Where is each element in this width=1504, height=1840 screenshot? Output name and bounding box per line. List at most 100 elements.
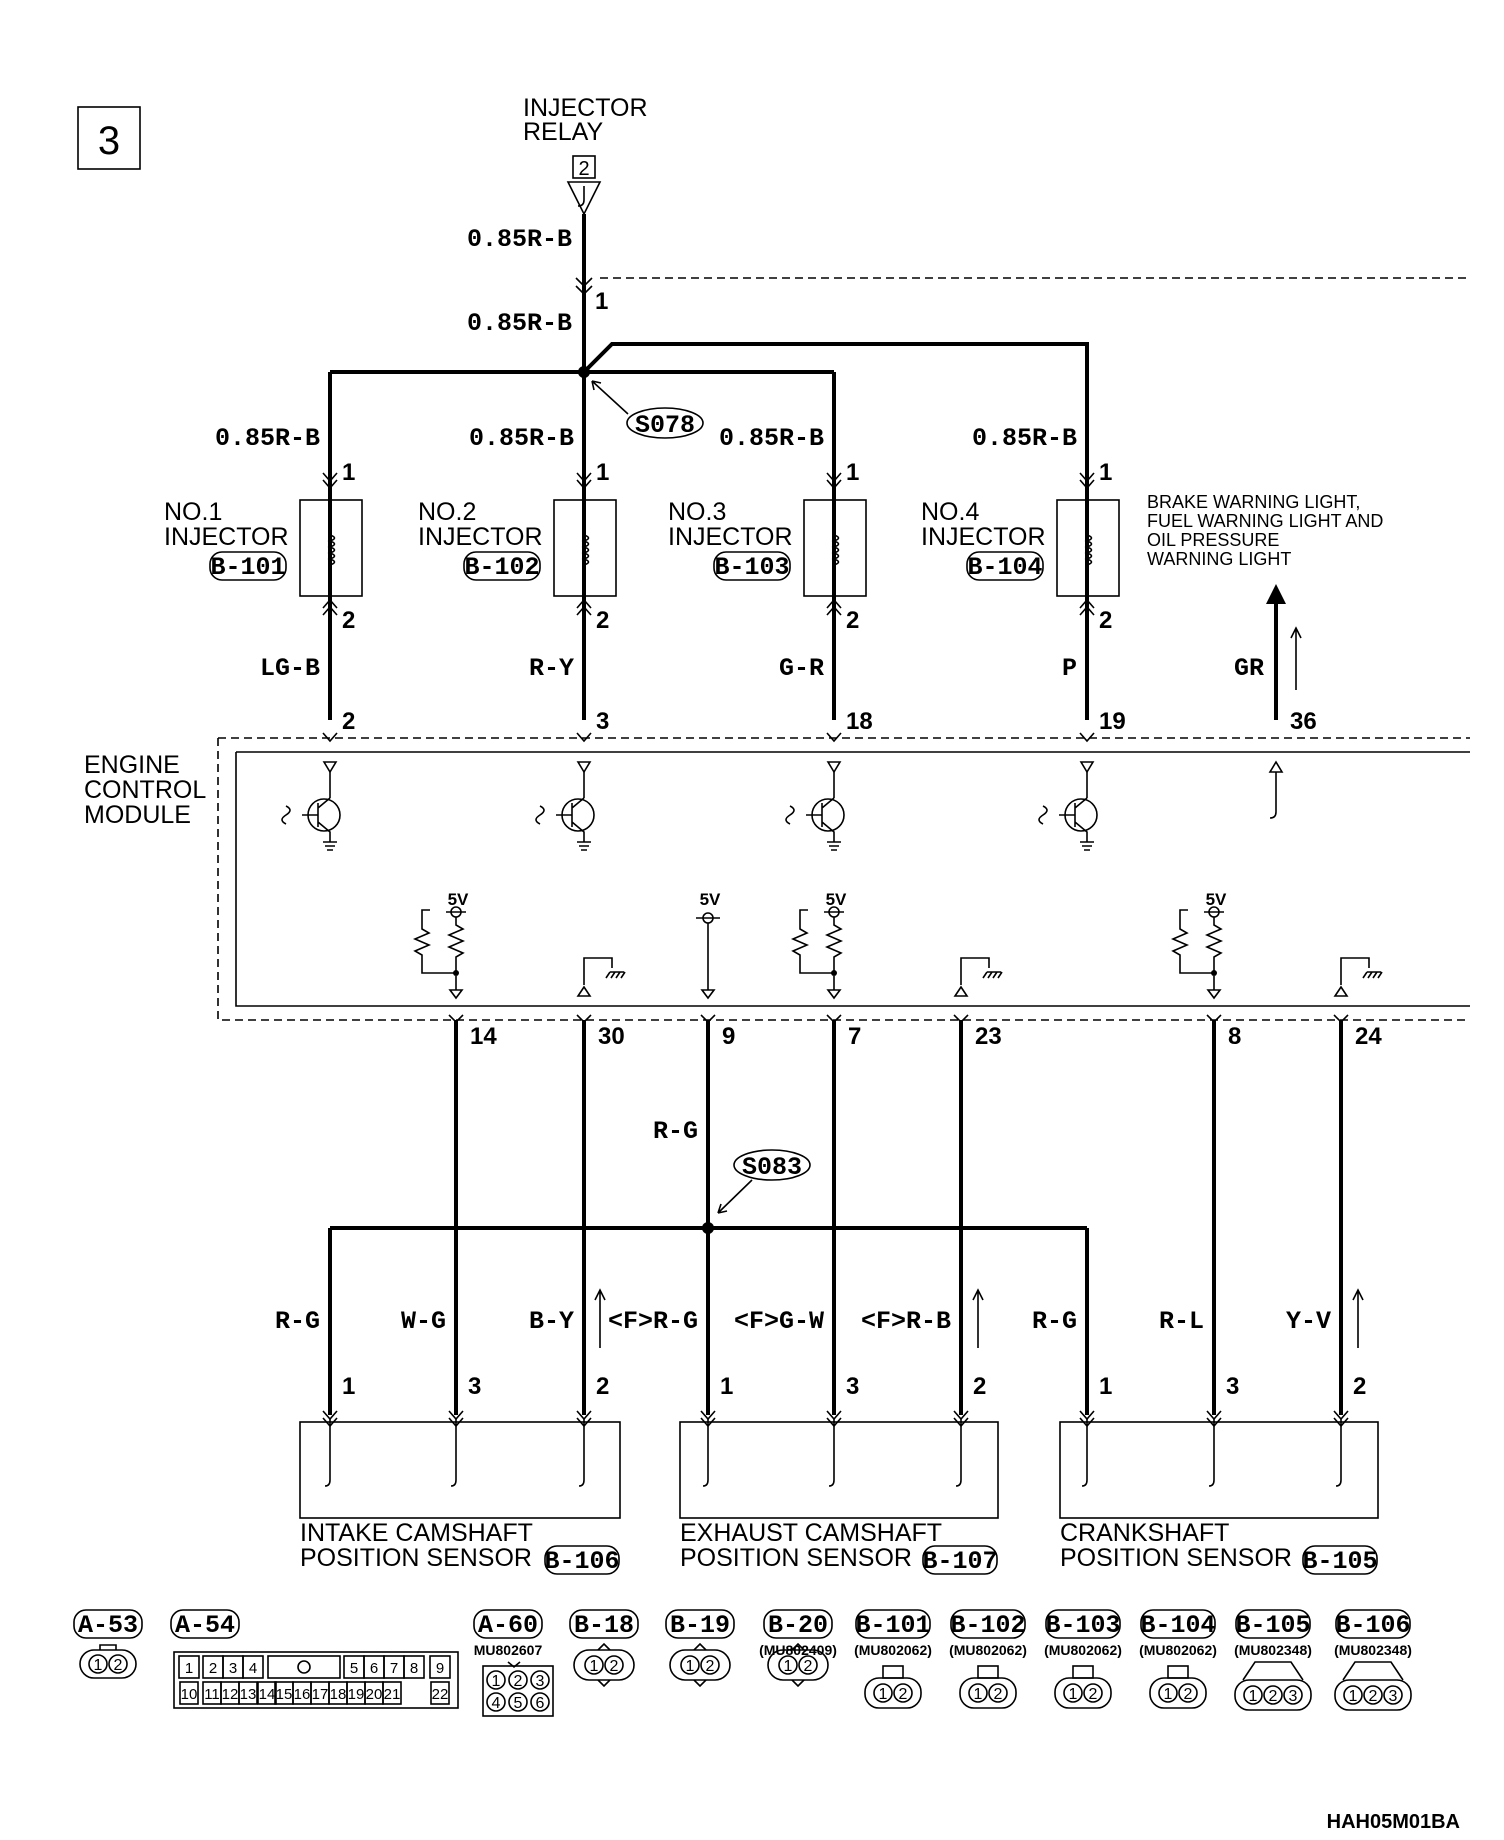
a54-pin: 22 — [432, 1686, 449, 1703]
pin-label: 2 — [1089, 1686, 1098, 1703]
connector-tag-label: B-102 — [950, 1611, 1025, 1640]
wire-label: Y-V — [1286, 1307, 1331, 1336]
injector-ecm-pin: 2 — [342, 708, 355, 735]
ecm-5v-label: 5V — [1206, 890, 1227, 909]
a54-pin: 16 — [294, 1686, 311, 1703]
injector-pin-top: 1 — [846, 459, 859, 486]
sensor-pin-label: 3 — [1226, 1373, 1239, 1400]
ecm-5v-label: 5V — [448, 890, 469, 909]
sensor-name: EXHAUST CAMSHAFT — [680, 1519, 942, 1547]
signal-arrow — [1352, 1288, 1364, 1348]
relay-wire-label: 0.85R-B — [467, 225, 572, 254]
a54-pin: 12 — [222, 1686, 239, 1703]
wire-label: <F>G-W — [734, 1307, 824, 1336]
ecm-label-3: MODULE — [84, 801, 191, 829]
page-number-box: 3 — [77, 106, 141, 170]
connector-tag: B-106 — [1335, 1609, 1411, 1640]
splice-s083-label: S083 — [742, 1153, 802, 1182]
footer-code: HAH05M01BA — [1327, 1811, 1460, 1833]
injector-ecm-pin: 19 — [1099, 708, 1126, 735]
ecm-5v-label: 5V — [826, 890, 847, 909]
page-number: 3 — [98, 119, 120, 163]
injector-name: INJECTOR — [164, 523, 289, 551]
injector-connector-tag-label: B-104 — [967, 553, 1042, 582]
pin-label: 1 — [879, 1686, 888, 1703]
sensor-pin-label: 1 — [1099, 1373, 1112, 1400]
sensor-wire-9: 9R-G — [653, 1014, 735, 1146]
relay-connector-pin: 2 — [578, 158, 589, 180]
injector-name: INJECTOR — [418, 523, 543, 551]
wire-label: W-G — [401, 1307, 446, 1336]
pin-label: 3 — [1289, 1688, 1298, 1705]
connector-tag: A-53 — [73, 1609, 143, 1640]
injector-number: NO.4 — [921, 498, 979, 526]
ecm-pin-label: 23 — [975, 1023, 1002, 1050]
connector-tag: B-102 — [950, 1609, 1026, 1640]
pin-label: 2 — [514, 1673, 523, 1690]
a54-pin: 10 — [181, 1686, 198, 1703]
ecm-pin-label: 30 — [598, 1023, 625, 1050]
a54-pin: 15 — [276, 1686, 293, 1703]
sensor-connector-tag: B-107 — [922, 1545, 998, 1576]
connector-tag-label: B-19 — [670, 1611, 730, 1640]
injector-number: NO.1 — [164, 498, 222, 526]
warning-light-label-1: BRAKE WARNING LIGHT, — [1147, 492, 1360, 512]
pin-label: 1 — [492, 1673, 501, 1690]
bus-wire-label: 0.85R-B — [467, 309, 572, 338]
engine-control-module: ENGINE CONTROL MODULE — [84, 737, 1470, 1021]
warning-light-ecm-pin: 36 — [1290, 708, 1317, 735]
sensor-pin-label: 3 — [468, 1373, 481, 1400]
a54-pin: 17 — [312, 1686, 329, 1703]
wire-label: R-G — [275, 1307, 320, 1336]
warning-light-label-3: OIL PRESSURE — [1147, 530, 1279, 550]
injector-wire-top: 0.85R-B — [719, 424, 824, 453]
sensor-wire-30: 30B-Y2 — [529, 1014, 625, 1400]
wire-label: <F>R-G — [608, 1307, 698, 1336]
pin-label: 1 — [974, 1686, 983, 1703]
pin-label: 1 — [1164, 1686, 1173, 1703]
connector-tag-label: B-103 — [1045, 1611, 1120, 1640]
connector-tag-label: B-106 — [1335, 1611, 1410, 1640]
sensor-name: INTAKE CAMSHAFT — [300, 1519, 533, 1547]
ecm-pullup-2: 5V — [790, 890, 847, 1000]
splice-s078: S078 — [591, 380, 704, 440]
ecm-pin-label: 14 — [470, 1023, 497, 1050]
sensor-pin-label: 2 — [596, 1373, 609, 1400]
injector-pin-top: 1 — [342, 459, 355, 486]
wire-label: <F>R-B — [861, 1307, 951, 1336]
connector-part-number: MU802607 — [474, 1642, 543, 1658]
pin-label: 6 — [536, 1695, 545, 1712]
sensor-connector-tag: B-105 — [1302, 1545, 1378, 1576]
pin-label: 3 — [1389, 1688, 1398, 1705]
a54-pin: 6 — [370, 1660, 378, 1677]
injector-connector-tag: B-102 — [463, 551, 541, 582]
connector-tag-label: B-104 — [1140, 1611, 1215, 1640]
ecm-injector-driver-1 — [281, 761, 341, 851]
a54-pin: 9 — [436, 1660, 444, 1677]
sensor-pin-label: 2 — [973, 1373, 986, 1400]
sensor-name: CRANKSHAFT — [1060, 1519, 1229, 1547]
connector-tag: A-54 — [170, 1609, 240, 1640]
sensor-wire-23: 23 <F>R-B 2 — [861, 1014, 1002, 1400]
injector-connector-tag-label: B-103 — [714, 553, 789, 582]
injector-relay: INJECTOR RELAY 2 — [523, 94, 648, 216]
pin-label: 1 — [94, 1657, 103, 1674]
injector-name: INJECTOR — [921, 523, 1046, 551]
injector-connector-tag: B-104 — [966, 551, 1044, 582]
pin-label: 4 — [492, 1695, 501, 1712]
pin-label: 2 — [1269, 1688, 1278, 1705]
sensor-connector-tag: B-106 — [544, 1545, 620, 1576]
pin-label: 1 — [590, 1658, 599, 1675]
injector-wire-bottom: LG-B — [260, 654, 320, 683]
ecm-label-2: CONTROL — [84, 776, 206, 804]
